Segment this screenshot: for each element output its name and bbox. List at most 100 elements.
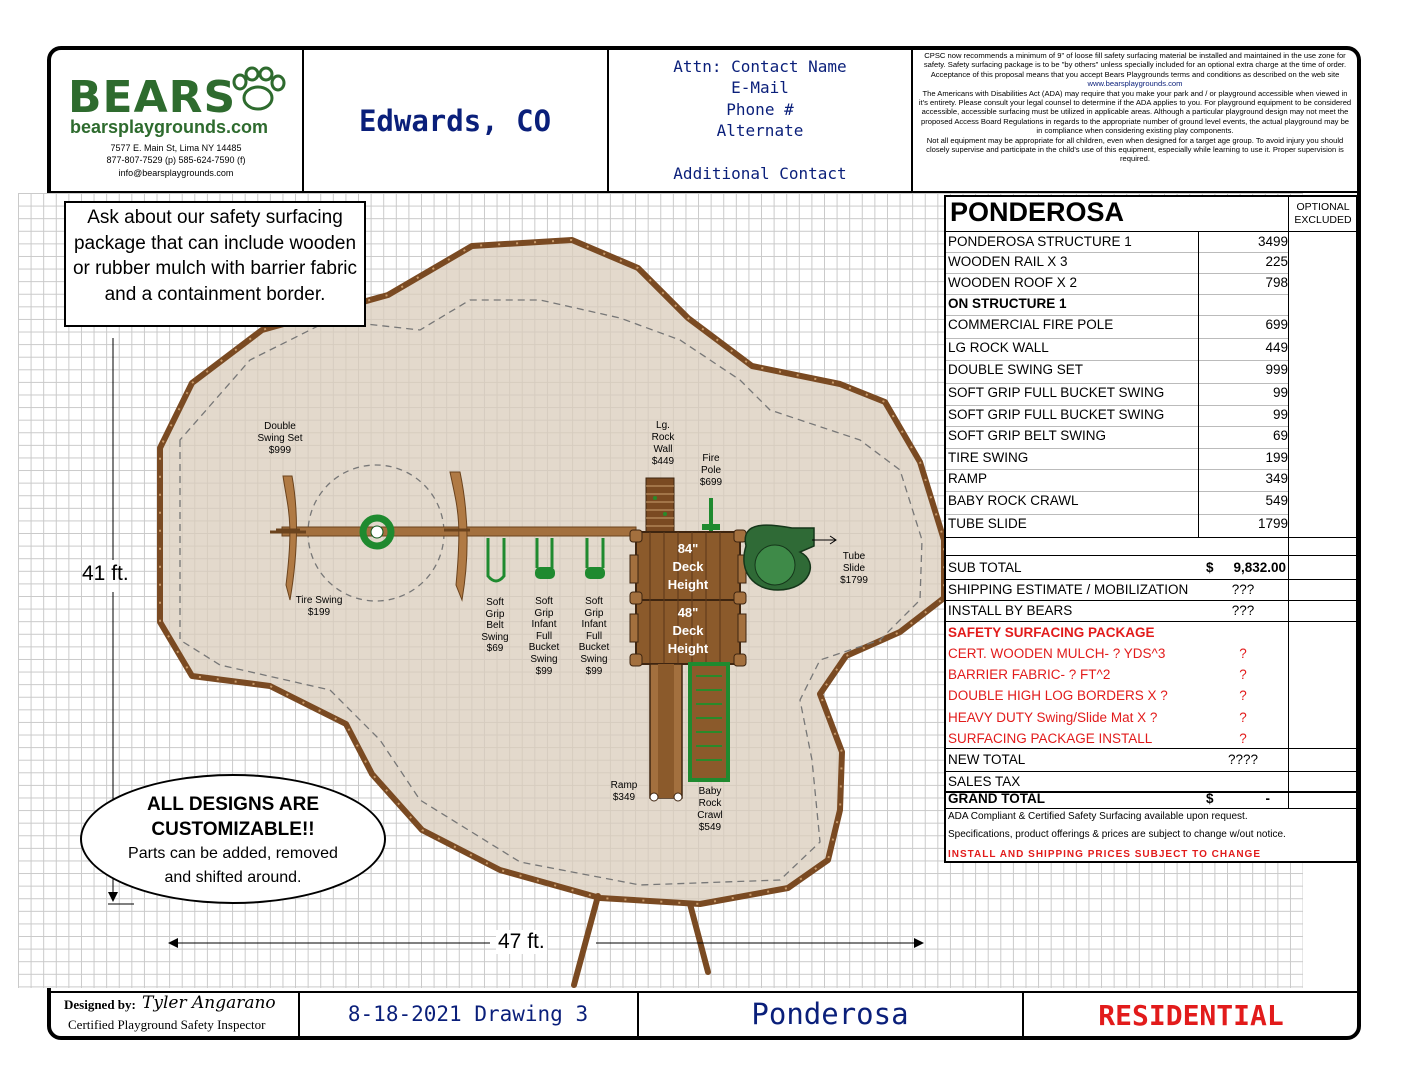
line-item-price: 1799 — [1257, 516, 1288, 531]
line-item-price: 699 — [1265, 317, 1288, 332]
customizable-line-2: and shifted around. — [164, 869, 302, 886]
safety-item-value: ? — [1239, 688, 1247, 703]
use-zone-outline — [179, 299, 923, 886]
line-item-name: TUBE SLIDE — [948, 516, 1027, 531]
contact-attn: Attn: Contact Name — [673, 57, 847, 76]
safety-item-value: ? — [1239, 667, 1247, 682]
notice-supervision: Not all equipment may be appropriate for… — [926, 135, 1344, 164]
safety-item-name: SURFACING PACKAGE INSTALL — [948, 731, 1153, 746]
customizable-heading-1: ALL DESIGNS ARE — [146, 794, 320, 815]
line-item-price: 69 — [1272, 428, 1288, 443]
designer-name: Tyler Angarano — [142, 993, 276, 1013]
drawing-date: 8-18-2021 Drawing 3 — [347, 1002, 589, 1026]
notice-cpsc: CPSC now recommends a minimum of 9" of l… — [923, 51, 1347, 79]
company-website: bearsplaygrounds.com — [70, 117, 269, 137]
note-ada: ADA Compliant & Certified Safety Surfaci… — [948, 811, 1248, 822]
header-divider — [51, 191, 1357, 193]
line-item-price: 3499 — [1257, 234, 1288, 249]
footer-divider — [51, 991, 1357, 993]
infant-swing-icon-2 — [585, 538, 605, 568]
line-item-name: LG ROCK WALL — [948, 340, 1049, 355]
line-item-name: ON STRUCTURE 1 — [948, 296, 1067, 311]
line-item-name: SOFT GRIP FULL BUCKET SWING — [948, 407, 1165, 422]
infant-swing-icon-1 — [535, 538, 554, 568]
project-location: Edwards, CO — [358, 104, 552, 138]
company-logo: BEARS — [68, 72, 237, 123]
line-item-name: TIRE SWING — [948, 450, 1029, 465]
customizable-line-1: Parts can be added, removed — [128, 845, 338, 862]
company-email: info@bearsplaygrounds.com — [118, 168, 234, 178]
label-tire-swing: Tire Swing$199 — [295, 595, 343, 618]
safety-item-value: ? — [1239, 710, 1247, 725]
line-item-price: 798 — [1265, 275, 1288, 290]
line-item-name: WOODEN ROOF X 2 — [948, 275, 1078, 290]
note-install-shipping: INSTALL AND SHIPPING PRICES SUBJECT TO C… — [948, 849, 1261, 860]
header-divider-v1 — [302, 50, 304, 191]
line-item-name: SOFT GRIP BELT SWING — [948, 428, 1107, 443]
width-label: 47 ft. — [496, 930, 547, 954]
company-phone: 877-807-7529 (p) 585-624-7590 (f) — [106, 155, 246, 165]
line-item-name: SOFT GRIP FULL BUCKET SWING — [948, 385, 1165, 400]
rock-wall-icon — [645, 477, 675, 537]
line-item-price: 349 — [1265, 471, 1288, 486]
customizable-heading-2: CUSTOMIZABLE!! — [151, 819, 315, 840]
contact-alternate: Alternate — [716, 121, 804, 140]
baby-rock-crawl-icon — [688, 662, 730, 782]
header-divider-v3 — [911, 50, 913, 191]
label-ramp: Ramp$349 — [610, 780, 638, 803]
tire-swing-icon — [359, 514, 395, 550]
header-divider-v2 — [607, 50, 609, 191]
belt-swing-icon — [486, 538, 506, 583]
line-item-price: 999 — [1265, 362, 1288, 377]
notice-ada: The Americans with Disabilities Act (ADA… — [918, 88, 1352, 136]
customizable-oval: ALL DESIGNS ARE CUSTOMIZABLE!! Parts can… — [80, 774, 386, 904]
safety-item-name: BARRIER FABRIC- ? FT^2 — [948, 667, 1111, 682]
note-specs: Specifications, product offerings & pric… — [948, 829, 1286, 840]
designer-title: Certified Playground Safety Inspector — [68, 1017, 266, 1032]
safety-notice: CPSC now recommends a minimum of 9" of l… — [918, 51, 1352, 164]
height-label: 41 ft. — [82, 562, 129, 585]
contact-additional: Additional Contact — [673, 164, 847, 183]
safety-item-name: DOUBLE HIGH LOG BORDERS X ? — [948, 688, 1168, 703]
design-name: Ponderosa — [751, 997, 909, 1031]
swing-a-frame-left — [282, 475, 297, 601]
safety-item-value: ? — [1239, 646, 1247, 661]
safety-item-value: ? — [1239, 731, 1247, 746]
surfacing-callout: Ask about our safety surfacing package t… — [64, 201, 366, 327]
line-item-name: BABY ROCK CRAWL — [948, 493, 1079, 508]
swing-a-frame-right — [449, 471, 468, 602]
safety-item-name: CERT. WOODEN MULCH- ? YDS^3 — [948, 646, 1166, 661]
line-item-price: 99 — [1272, 385, 1288, 400]
line-item-price: 225 — [1265, 254, 1288, 269]
line-item-price: 449 — [1265, 340, 1288, 355]
deck-84 — [635, 531, 741, 603]
project-type: RESIDENTIAL — [1098, 999, 1284, 1032]
contact-phone: Phone # — [726, 100, 794, 119]
notice-website-link[interactable]: www.bearsplaygrounds.com — [1087, 79, 1183, 89]
table-title: PONDEROSA — [950, 197, 1125, 227]
company-address: 7577 E. Main St, Lima NY 14485 — [110, 143, 242, 153]
paw-print-icon — [232, 66, 286, 111]
line-item-name: PONDEROSA STRUCTURE 1 — [948, 234, 1132, 249]
safety-item-name: HEAVY DUTY Swing/Slide Mat X ? — [948, 710, 1158, 725]
line-item-name: WOODEN RAIL X 3 — [948, 254, 1068, 269]
line-item-price: 199 — [1265, 450, 1288, 465]
designed-by-label: Designed by: — [64, 997, 136, 1012]
line-item-price: 99 — [1272, 407, 1288, 422]
line-item-price: 549 — [1265, 493, 1288, 508]
contact-email: E-Mail — [731, 78, 789, 97]
line-item-name: COMMERCIAL FIRE POLE — [948, 317, 1114, 332]
